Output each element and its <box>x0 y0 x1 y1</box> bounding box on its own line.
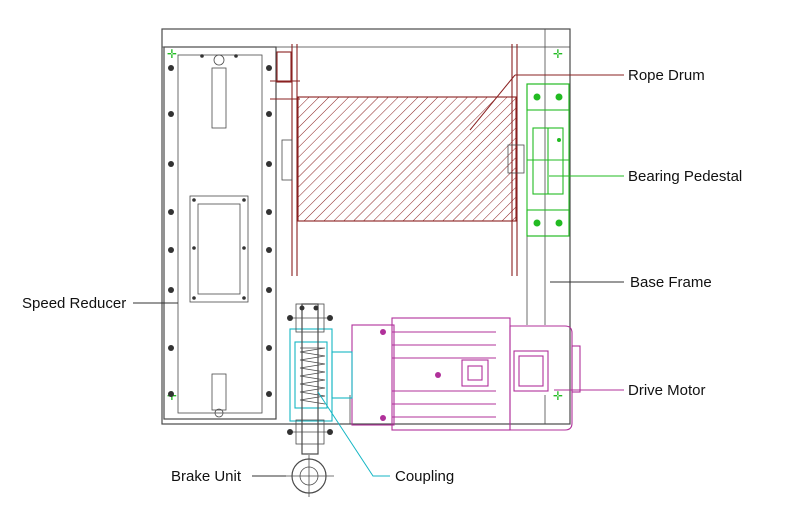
label-speed-reducer: Speed Reducer <box>22 295 126 312</box>
svg-text:✛: ✛ <box>553 47 563 61</box>
leader-coupling <box>317 391 390 477</box>
label-base-frame: Base Frame <box>630 274 712 291</box>
bearing-pedestal <box>526 83 570 237</box>
drive-motor <box>351 317 581 431</box>
label-coupling: Coupling <box>395 468 454 485</box>
svg-text:✛: ✛ <box>167 47 177 61</box>
label-bearing-pedestal: Bearing Pedestal <box>628 168 742 185</box>
label-rope-drum: Rope Drum <box>628 67 705 84</box>
speed-reducer <box>163 46 277 420</box>
rope-drum <box>270 44 525 276</box>
leader-rope-drum <box>469 74 516 131</box>
svg-text:✛: ✛ <box>553 389 563 403</box>
base-frame: ✛ ✛ ✛ ✛ <box>161 28 571 425</box>
brake-unit <box>286 303 334 497</box>
label-drive-motor: Drive Motor <box>628 382 706 399</box>
coupling <box>289 328 353 422</box>
label-brake-unit: Brake Unit <box>171 468 242 485</box>
